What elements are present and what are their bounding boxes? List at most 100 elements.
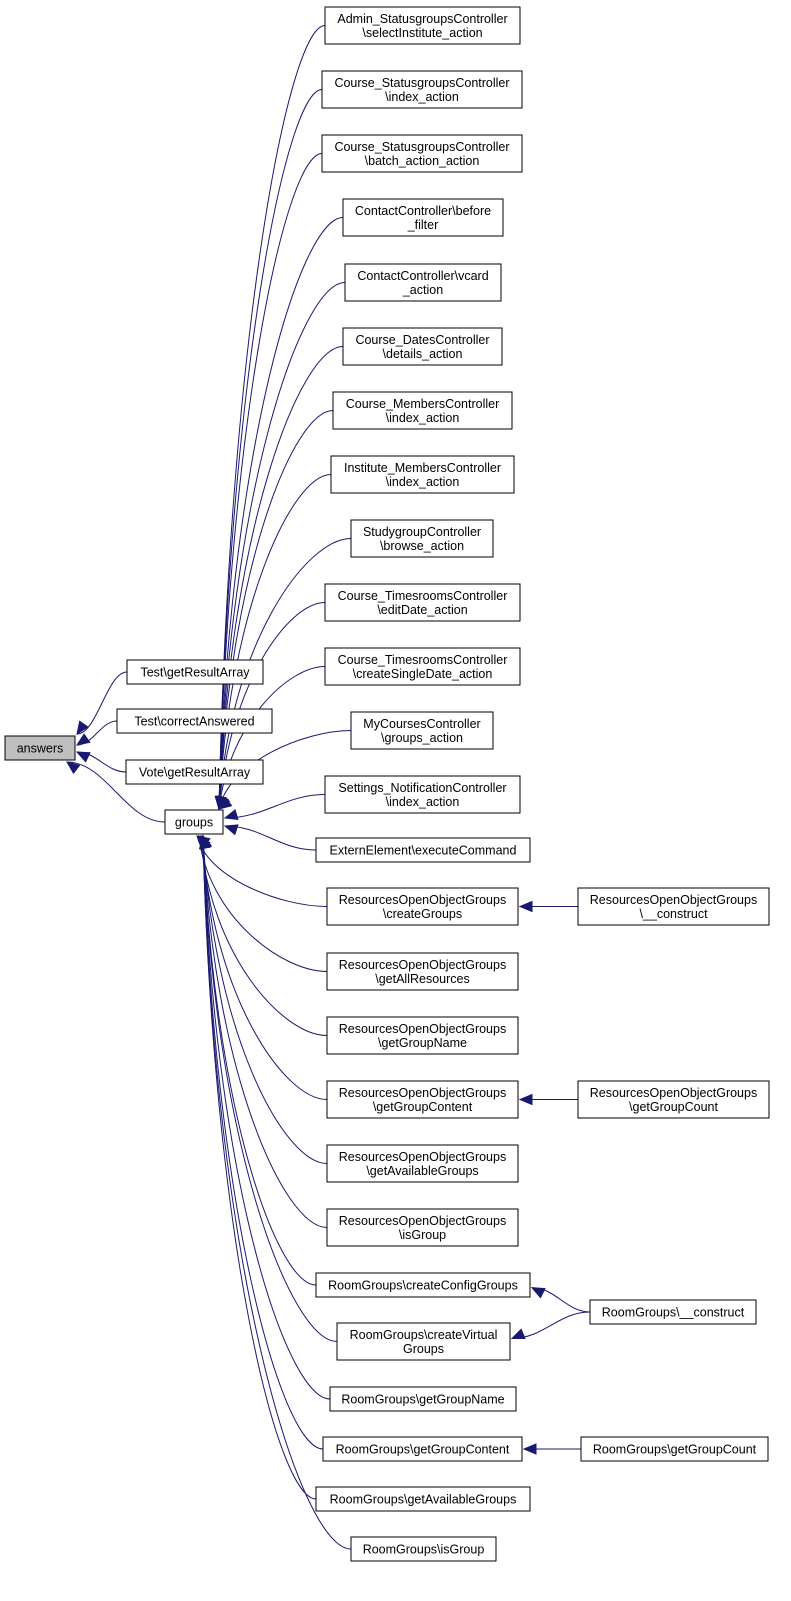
- node-box: [126, 659, 264, 685]
- node-label: Settings_NotificationController: [338, 781, 506, 795]
- node-answers[interactable]: answers: [4, 735, 76, 761]
- node-label: ResourcesOpenObjectGroups: [339, 1150, 506, 1164]
- node-label: ContactController\before: [355, 204, 491, 218]
- node-label: ResourcesOpenObjectGroups: [339, 1022, 506, 1036]
- nodes-layer: answers Test\getResultArrayTest\correctAn…: [4, 6, 770, 1562]
- node-externelement-executecommand[interactable]: ExternElement\executeCommand: [315, 837, 531, 863]
- node-label: \getAvailableGroups: [366, 1164, 478, 1178]
- node-label: \getGroupCount: [629, 1100, 718, 1114]
- node-box: [324, 775, 521, 814]
- node-test-correctanswered[interactable]: Test\correctAnswered: [116, 708, 273, 734]
- node-label: \__construct: [639, 907, 708, 921]
- edge-rg_getgroupcontent-to-groups: [202, 835, 324, 1450]
- arrowhead-test_getresultarray-to-answers: [76, 720, 89, 736]
- edge-course_statusgroups_batch-to-groups: [218, 153, 323, 810]
- node-course-statusgroups-batch[interactable]: Course_StatusgroupsController\batch_acti…: [321, 134, 523, 173]
- node-box: [342, 327, 503, 366]
- node-groups[interactable]: groups: [164, 809, 224, 835]
- node-box: [164, 809, 224, 835]
- node-label: \index_action: [386, 475, 460, 489]
- node-label: RoomGroups\getGroupName: [341, 1393, 504, 1407]
- node-label: Course_DatesController: [355, 333, 489, 347]
- node-test-getresultarray[interactable]: Test\getResultArray: [126, 659, 264, 685]
- edge-studygroup_browse-to-groups: [218, 538, 352, 810]
- node-label: RoomGroups\isGroup: [363, 1543, 485, 1557]
- node-box: [330, 455, 515, 494]
- node-rg-createconfiggroups[interactable]: RoomGroups\createConfigGroups: [315, 1272, 531, 1298]
- node-label: \getGroupName: [378, 1036, 467, 1050]
- edge-rog_isgroup-to-groups: [202, 835, 328, 1228]
- node-label: Course_MembersController: [346, 397, 500, 411]
- node-label: ContactController\vcard: [357, 269, 488, 283]
- node-label: Institute_MembersController: [344, 461, 501, 475]
- arrowhead-settings_notification_index-to-groups: [223, 808, 239, 820]
- node-box: [589, 1299, 757, 1325]
- node-box: [580, 1436, 769, 1462]
- node-institute-members-index[interactable]: Institute_MembersController\index_action: [330, 455, 515, 494]
- node-box: [336, 1322, 511, 1361]
- node-course-timesrooms-createsingledate[interactable]: Course_TimesroomsController\createSingle…: [324, 647, 521, 686]
- node-vote-getresultarray[interactable]: Vote\getResultArray: [125, 759, 264, 785]
- node-rog-getgroupcontent[interactable]: ResourcesOpenObjectGroups\getGroupConten…: [326, 1080, 519, 1119]
- node-box: [326, 952, 519, 991]
- node-label: MyCoursesController: [363, 717, 480, 731]
- node-rg-getgroupcontent[interactable]: RoomGroups\getGroupContent: [322, 1436, 523, 1462]
- node-label: Test\getResultArray: [140, 666, 250, 680]
- node-box: [326, 1080, 519, 1119]
- node-rg-getavailablegroups[interactable]: RoomGroups\getAvailableGroups: [315, 1486, 531, 1512]
- node-label: ResourcesOpenObjectGroups: [339, 893, 506, 907]
- arrowhead-mycourses_groups-to-groups: [217, 796, 233, 810]
- node-contact-before-filter[interactable]: ContactController\before_filter: [342, 198, 504, 237]
- node-label: Vote\getResultArray: [139, 766, 251, 780]
- node-rg-getgroupname[interactable]: RoomGroups\getGroupName: [329, 1386, 517, 1412]
- node-box: [577, 1080, 770, 1119]
- node-label: RoomGroups\getGroupCount: [593, 1443, 757, 1457]
- node-label: \getAllResources: [375, 972, 470, 986]
- node-contact-vcard[interactable]: ContactController\vcard_action: [344, 263, 502, 302]
- node-label: \getGroupContent: [373, 1100, 473, 1114]
- node-label: \browse_action: [380, 539, 464, 553]
- node-label: Course_StatusgroupsController: [334, 140, 509, 154]
- node-course-timesrooms-editdate[interactable]: Course_TimesroomsController\editDate_act…: [324, 583, 521, 622]
- edge-rog_getallresources-to-groups: [198, 835, 328, 972]
- node-box: [350, 711, 494, 750]
- node-course-statusgroups-index[interactable]: Course_StatusgroupsController\index_acti…: [321, 70, 523, 109]
- node-studygroup-browse[interactable]: StudygroupController\browse_action: [350, 519, 494, 558]
- node-rog-getgroupname[interactable]: ResourcesOpenObjectGroups\getGroupName: [326, 1016, 519, 1055]
- edge-rg_getavailablegroups-to-groups: [202, 835, 317, 1500]
- node-label: Groups: [403, 1342, 444, 1356]
- node-label: ResourcesOpenObjectGroups: [590, 893, 757, 907]
- node-label: RoomGroups\createVirtual: [350, 1328, 498, 1342]
- node-label: _action: [402, 283, 443, 297]
- node-label: answers: [17, 742, 64, 756]
- node-rg-construct[interactable]: RoomGroups\__construct: [589, 1299, 757, 1325]
- node-rg-isgroup[interactable]: RoomGroups\isGroup: [350, 1536, 497, 1562]
- arrowhead-rog_construct-to-rog_creategroups: [518, 900, 533, 913]
- node-course-members-index[interactable]: Course_MembersController\index_action: [332, 391, 513, 430]
- edge-admin_statusgroups_selectinstitute-to-groups: [218, 25, 326, 810]
- node-label: Admin_StatusgroupsController: [337, 12, 507, 26]
- node-box: [577, 887, 770, 926]
- node-label: RoomGroups\createConfigGroups: [328, 1279, 518, 1293]
- node-rog-getavailablegroups[interactable]: ResourcesOpenObjectGroups\getAvailableGr…: [326, 1144, 519, 1183]
- arrowhead-rg_getgroupcount-to-rg_getgroupcontent: [522, 1443, 537, 1455]
- node-box: [315, 837, 531, 863]
- arrowhead-externelement_executecommand-to-groups: [223, 824, 239, 836]
- node-rog-creategroups[interactable]: ResourcesOpenObjectGroups\createGroups: [326, 887, 519, 926]
- node-box: [4, 735, 76, 761]
- node-rg-getgroupcount[interactable]: RoomGroups\getGroupCount: [580, 1436, 769, 1462]
- node-settings-notification-index[interactable]: Settings_NotificationController\index_ac…: [324, 775, 521, 814]
- node-course-dates-details[interactable]: Course_DatesController\details_action: [342, 327, 503, 366]
- node-label: \index_action: [386, 411, 460, 425]
- node-admin-statusgroups-selectinstitute[interactable]: Admin_StatusgroupsController\selectInsti…: [324, 6, 521, 45]
- node-label: \details_action: [383, 347, 463, 361]
- node-box: [321, 70, 523, 109]
- node-box: [116, 708, 273, 734]
- node-mycourses-groups[interactable]: MyCoursesController\groups_action: [350, 711, 494, 750]
- node-rog-getgroupcount[interactable]: ResourcesOpenObjectGroups\getGroupCount: [577, 1080, 770, 1119]
- node-rog-getallresources[interactable]: ResourcesOpenObjectGroups\getAllResource…: [326, 952, 519, 991]
- node-label: \createSingleDate_action: [353, 667, 493, 681]
- node-rog-isgroup[interactable]: ResourcesOpenObjectGroups\isGroup: [326, 1208, 519, 1247]
- node-rog-construct[interactable]: ResourcesOpenObjectGroups\__construct: [577, 887, 770, 926]
